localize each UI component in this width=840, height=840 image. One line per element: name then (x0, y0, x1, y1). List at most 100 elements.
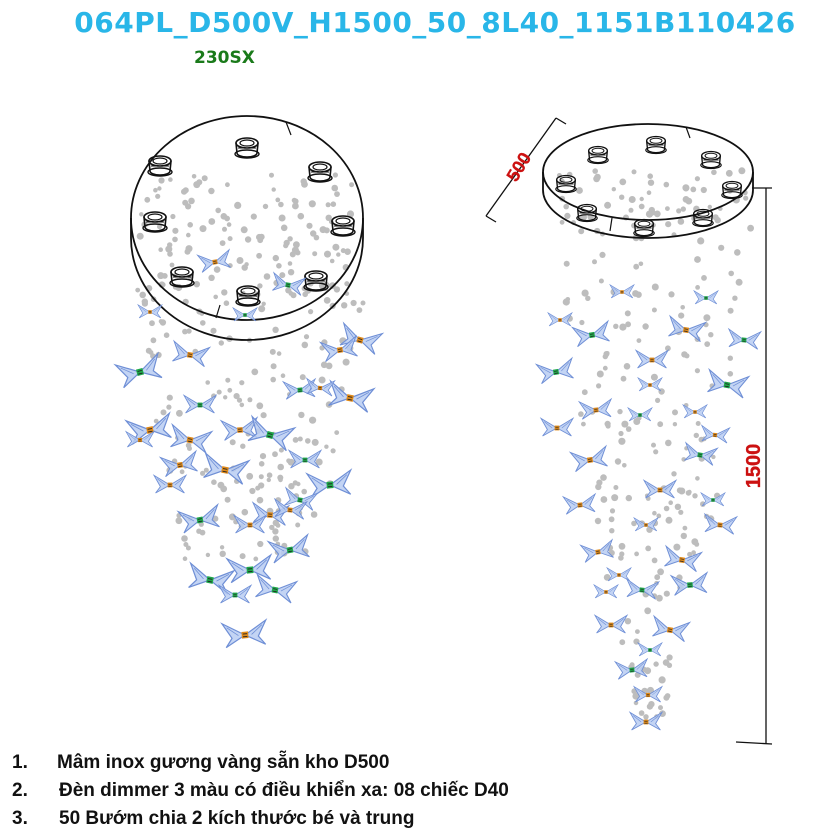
crystal-dot (185, 203, 192, 210)
crystal-dot (160, 409, 167, 416)
crystal-dot (657, 568, 664, 576)
crystal-dot (185, 545, 191, 551)
crystal-dot (651, 557, 658, 564)
crystal-dot (598, 278, 604, 284)
crystal-dot (333, 286, 341, 293)
crystal-dot (618, 430, 624, 437)
crystal-dot (330, 448, 336, 454)
butterfly (609, 283, 635, 299)
butterfly (137, 303, 163, 319)
crystal-dot (605, 423, 611, 429)
crystal-dot (271, 187, 276, 192)
crystal-dot (308, 309, 314, 315)
crystal-dot (693, 432, 699, 439)
crystal-dot (668, 500, 673, 506)
crystal-dot (311, 438, 319, 446)
crystal-dot (188, 197, 195, 205)
crystal-dot (224, 496, 231, 503)
butterfly (339, 321, 385, 355)
crystal-dot (349, 182, 355, 188)
crystal-dot (727, 307, 734, 314)
crystal-dot (704, 341, 711, 347)
crystal-dot (700, 501, 706, 507)
crystal-dot (678, 312, 685, 319)
crystal-dot (223, 300, 230, 307)
crystal-dot (170, 213, 176, 220)
crystal-dot (599, 251, 606, 258)
crystal-dot (341, 302, 348, 309)
crystal-dot (286, 458, 291, 464)
crystal-dot (680, 532, 687, 540)
crystal-dot (727, 371, 734, 377)
crystal-dot (157, 186, 162, 191)
crystal-dot (187, 222, 193, 228)
crystal-dot (186, 232, 191, 238)
crystal-dot (179, 469, 185, 475)
crystal-dot (674, 503, 682, 510)
crystal-dot (182, 187, 189, 194)
crystal-dot (223, 395, 228, 400)
drawing-subtitle: 230SX (194, 48, 255, 68)
crystal-dot (241, 508, 249, 516)
crystal-dot (210, 327, 217, 334)
crystal-dot (611, 494, 619, 502)
crystal-dot (703, 314, 711, 322)
right-butterfly-group (534, 283, 763, 731)
crystal-dot (344, 248, 351, 255)
crystal-dot (651, 442, 656, 448)
light-fixture (307, 161, 333, 183)
crystal-dot (221, 289, 228, 296)
crystal-dot (657, 421, 664, 428)
crystal-dot (287, 269, 295, 276)
butterfly (700, 424, 731, 444)
crystal-dot (647, 179, 655, 186)
butterfly (539, 417, 575, 437)
crystal-dot (628, 196, 636, 203)
light-fixture (700, 150, 722, 170)
height-dimension: 1500 (735, 187, 773, 745)
crystal-dot (324, 444, 329, 449)
crystal-dot (600, 496, 608, 503)
crystal-dot (166, 394, 173, 401)
note-number: 1. (12, 752, 28, 773)
crystal-dot (625, 426, 632, 432)
butterfly (176, 502, 220, 534)
note-number: 2. (12, 780, 28, 801)
crystal-dot (665, 516, 673, 524)
light-fixture (645, 135, 667, 155)
light-fixture (633, 218, 655, 238)
crystal-dot (594, 517, 602, 525)
crystal-dot (643, 714, 649, 720)
butterfly (693, 289, 719, 305)
crystal-dot (225, 377, 231, 383)
crystal-dot (172, 236, 178, 243)
crystal-dot (336, 252, 341, 257)
crystal-dot (158, 319, 164, 324)
crystal-dot (172, 227, 179, 234)
chandelier-drawing: 500 1500 (113, 115, 773, 745)
crystal-dot (691, 550, 696, 556)
crystal-dot (653, 210, 661, 218)
height-label: 1500 (743, 444, 765, 489)
crystal-dot (167, 242, 173, 248)
butterfly (318, 334, 358, 363)
crystal-dot (680, 305, 685, 310)
crystal-dot (695, 285, 700, 290)
crystal-dot (632, 692, 640, 700)
butterfly (628, 711, 664, 731)
crystal-dot (246, 472, 254, 480)
butterfly (652, 614, 692, 643)
crystal-dot (200, 470, 206, 476)
crystal-dot (325, 362, 333, 370)
light-fixture (142, 211, 168, 233)
crystal-dot (658, 705, 663, 711)
crystal-dot (205, 552, 211, 558)
crystal-dot (346, 210, 355, 218)
right-canopy-edge (542, 172, 754, 239)
light-fixture (303, 270, 329, 292)
crystal-dot (639, 196, 644, 202)
crystal-dot (280, 373, 286, 379)
crystal-dot (313, 234, 320, 241)
crystal-dot (578, 411, 584, 417)
crystal-dot (262, 203, 269, 210)
